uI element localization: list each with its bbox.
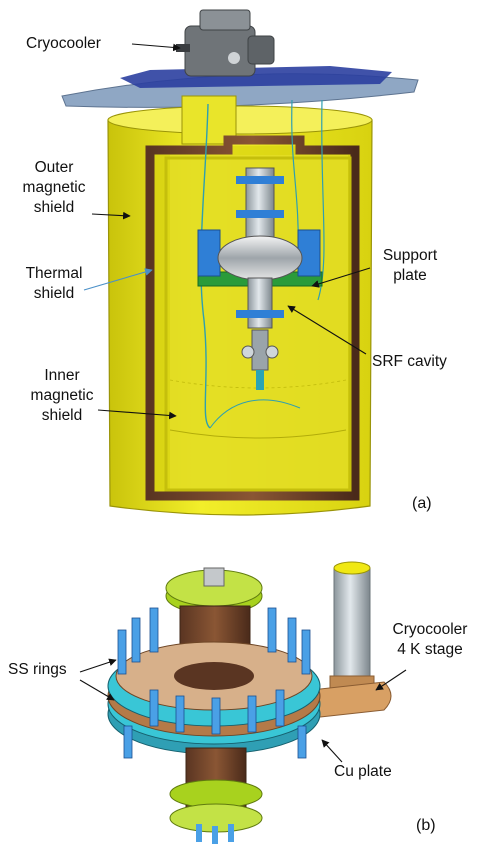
srf-cavity [217, 167, 303, 390]
label-thermal-shield: Thermal shield [25, 265, 83, 302]
label-outer-magnetic-shield: Outer magnetic shield [22, 159, 86, 216]
panel-b-drawing [79, 561, 407, 844]
label-support-plate: Support plate [382, 247, 438, 284]
panel-label-b: (b) [416, 817, 436, 834]
label-srf-cavity: SRF cavity [372, 353, 447, 370]
label-inner-magnetic-shield: Inner magnetic shield [30, 367, 94, 424]
cryocooler-post [329, 561, 375, 695]
leaders-a [83, 43, 371, 420]
cryocooler-head [176, 9, 275, 77]
panel-a-drawing [61, 9, 419, 516]
label-cryocooler-4k-stage: Cryocooler 4 K stage [392, 621, 468, 658]
label-cryocooler: Cryocooler [26, 35, 101, 52]
label-cu-plate: Cu plate [334, 763, 392, 780]
inner-magnetic-shield [164, 156, 352, 492]
panel-label-a: (a) [412, 495, 432, 512]
bolts [117, 607, 311, 759]
lower-flange [169, 747, 263, 844]
leaders-b [79, 658, 407, 763]
label-ss-rings: SS rings [8, 661, 67, 678]
